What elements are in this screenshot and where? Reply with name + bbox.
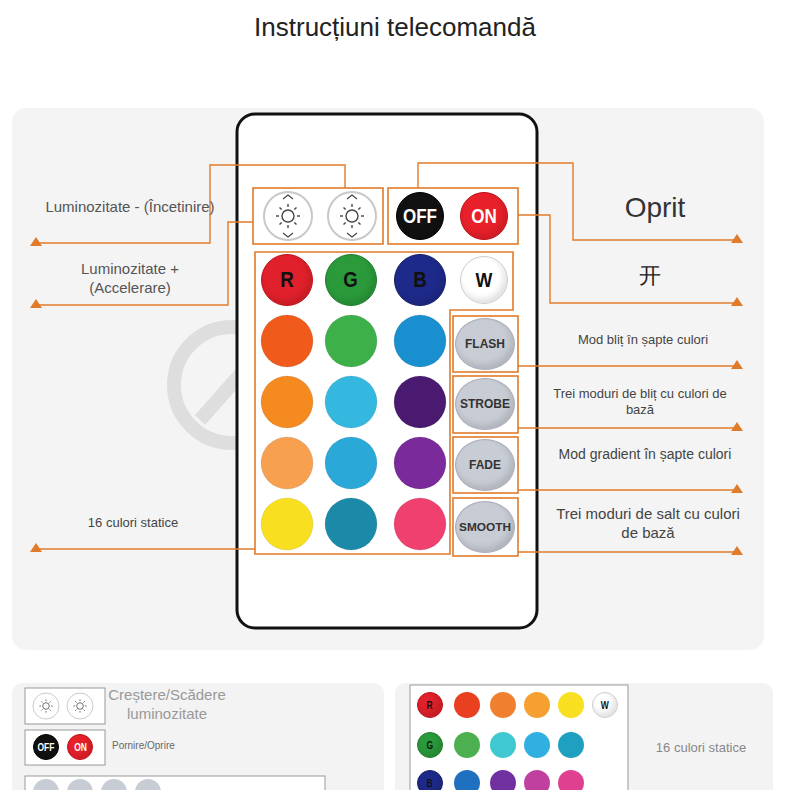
button-label: G [344,267,359,293]
remote-button: B [394,254,446,306]
callout-label: Pornire/Oprire [112,740,212,753]
callout-label: Trei moduri de bliț cu culori de bază [540,386,740,419]
remote-button: FADE [455,439,515,491]
remote-button: W [460,256,508,304]
callout-label: 开 [585,262,715,290]
mini-color-box [410,685,628,790]
color-buttons [261,315,446,550]
button-label: R [280,267,294,293]
button-label: W [601,700,609,711]
callout-label: Mod gradient în șapte culori [555,446,735,464]
remote-button: W [592,692,618,718]
button-label: W [476,268,493,292]
remote-button: B [417,770,443,790]
bottom-panel [12,683,384,790]
remote-button: OFF [33,734,59,760]
callout-label: 16 culori statice [636,740,766,756]
remote-body [237,114,537,628]
callout-label: Oprit [585,190,725,225]
callout-label: Mod bliț în șapte culori [548,332,738,348]
mini-mode-buttons [33,779,161,790]
button-label: R [427,700,433,711]
remote-button: STROBE [455,378,515,430]
button-label: STROBE [460,397,510,411]
remote-button: ON [460,192,508,240]
button-label: G [427,740,434,751]
group-outline [253,188,518,556]
button-label: FADE [469,458,501,472]
button-label: ON [471,205,497,228]
leader-line [38,163,736,552]
callout-label: Trei moduri de salt cu culori de bază [548,505,748,543]
button-label: OFF [38,742,55,753]
remote-button: G [417,732,443,758]
remote-button: SMOOTH [455,501,515,553]
button-label: B [427,778,433,789]
callout-label: Creștere/Scădere luminozitate [92,686,242,724]
brightness-buttons [264,192,376,240]
mini-color-buttons [454,692,584,790]
remote-button: R [417,692,443,718]
mini-power-box [25,730,105,765]
button-label: FLASH [465,337,505,351]
remote-button: G [325,254,377,306]
button-label: ON [74,742,87,753]
bottom-panel [395,683,773,790]
mini-brightness [25,688,105,724]
button-label: B [413,267,427,293]
callout-label: Luminozitate + (Accelerare) [40,260,220,298]
remote-button: R [261,254,313,306]
callout-label: 16 culori statice [58,515,208,531]
callout-label: Luminozitate - (Încetinire) [40,198,220,217]
remote-button: ON [67,734,93,760]
background-panel [12,108,764,650]
button-label: SMOOTH [459,520,511,534]
remote-button: OFF [396,192,444,240]
button-label: OFF [403,205,437,228]
remote-button: FLASH [455,318,515,370]
title: Instrucțiuni telecomandă [0,12,790,43]
